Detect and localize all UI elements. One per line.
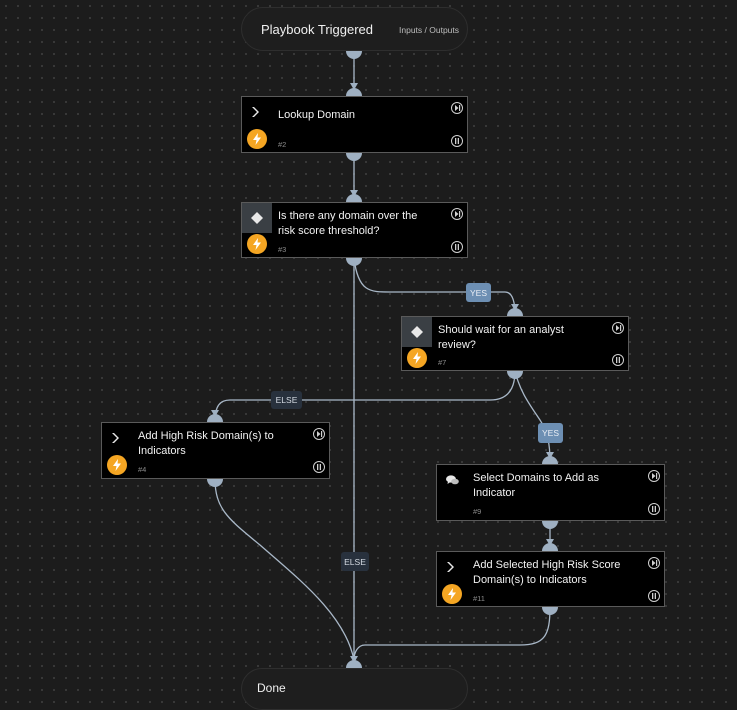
diamond-icon <box>242 203 272 233</box>
port <box>346 51 362 59</box>
branch-badge-yes[interactable]: YES <box>466 283 491 302</box>
task-label: Add High Risk Domain(s) to Indicators <box>138 430 274 457</box>
task-label: Lookup Domain <box>278 109 356 121</box>
branch-badge-else[interactable]: ELSE <box>271 391 302 409</box>
port <box>207 414 223 422</box>
done-title: Done <box>257 681 286 695</box>
lightning-bolt-icon <box>442 584 462 604</box>
task-number: #2 <box>278 140 287 149</box>
playbook-triggered-node[interactable]: Playbook Triggered Inputs / Outputs <box>241 7 468 51</box>
task-number: #9 <box>473 507 482 516</box>
pause-icon[interactable] <box>313 461 325 473</box>
chevron-right-icon <box>242 97 272 127</box>
port <box>507 371 523 379</box>
pause-icon[interactable] <box>612 354 624 366</box>
task-add-selected-indicators[interactable]: Add Selected High Risk Score Domain(s) t… <box>436 551 665 607</box>
inputs-outputs-link[interactable]: Inputs / Outputs <box>399 25 460 35</box>
branch-badge-else[interactable]: ELSE <box>341 552 369 571</box>
edge-wait-else-add <box>214 370 516 422</box>
lightning-bolt-icon <box>247 129 267 149</box>
task-number: #11 <box>473 594 485 603</box>
port <box>346 660 362 668</box>
task-label: Add Selected High Risk Score Domain(s) t… <box>473 559 621 586</box>
pause-icon[interactable] <box>648 503 660 515</box>
edge-wait-yes-select <box>514 370 551 463</box>
lightning-bolt-icon <box>107 455 127 475</box>
port <box>346 153 362 161</box>
port <box>542 607 558 615</box>
task-label: Select Domains to Add as Indicator <box>473 472 599 499</box>
chevron-right-icon <box>437 552 467 582</box>
port <box>507 308 523 316</box>
trigger-title: Playbook Triggered <box>261 22 374 37</box>
skip-icon[interactable] <box>648 470 660 482</box>
task-label: Is there any domain over the risk score … <box>278 210 418 237</box>
branch-badge-yes[interactable]: YES <box>538 423 563 443</box>
task-select-domains[interactable]: Select Domains to Add as Indicator #9 <box>436 464 665 521</box>
edge-condition-yes-wait <box>353 257 516 316</box>
skip-icon[interactable] <box>451 102 463 114</box>
chat-bubbles-icon <box>437 465 467 495</box>
port <box>346 194 362 202</box>
task-number: #3 <box>278 245 287 254</box>
pause-icon[interactable] <box>451 241 463 253</box>
lightning-bolt-icon <box>407 348 427 368</box>
chevron-right-icon <box>102 423 132 453</box>
pause-icon[interactable] <box>451 135 463 147</box>
done-node[interactable]: Done <box>241 668 468 710</box>
port <box>207 479 223 487</box>
skip-icon[interactable] <box>451 208 463 220</box>
port <box>542 521 558 529</box>
task-number: #4 <box>138 465 147 474</box>
pause-icon[interactable] <box>648 590 660 602</box>
task-label: Should wait for an analyst review? <box>438 324 564 351</box>
port <box>542 543 558 551</box>
task-number: #7 <box>438 358 447 367</box>
task-lookup-domain[interactable]: Lookup Domain #2 <box>241 96 468 153</box>
condition-risk-threshold[interactable]: Is there any domain over the risk score … <box>241 202 468 258</box>
task-add-high-risk-indicators[interactable]: Add High Risk Domain(s) to Indicators #4 <box>101 422 330 479</box>
skip-icon[interactable] <box>313 428 325 440</box>
edge-add-done <box>214 478 355 661</box>
port <box>346 258 362 266</box>
diamond-icon <box>402 317 432 347</box>
skip-icon[interactable] <box>612 322 624 334</box>
edge-addselected-done <box>353 606 551 661</box>
skip-icon[interactable] <box>648 557 660 569</box>
port <box>346 88 362 96</box>
condition-wait-analyst[interactable]: Should wait for an analyst review? #7 <box>401 316 629 371</box>
lightning-bolt-icon <box>247 234 267 254</box>
port <box>542 456 558 464</box>
